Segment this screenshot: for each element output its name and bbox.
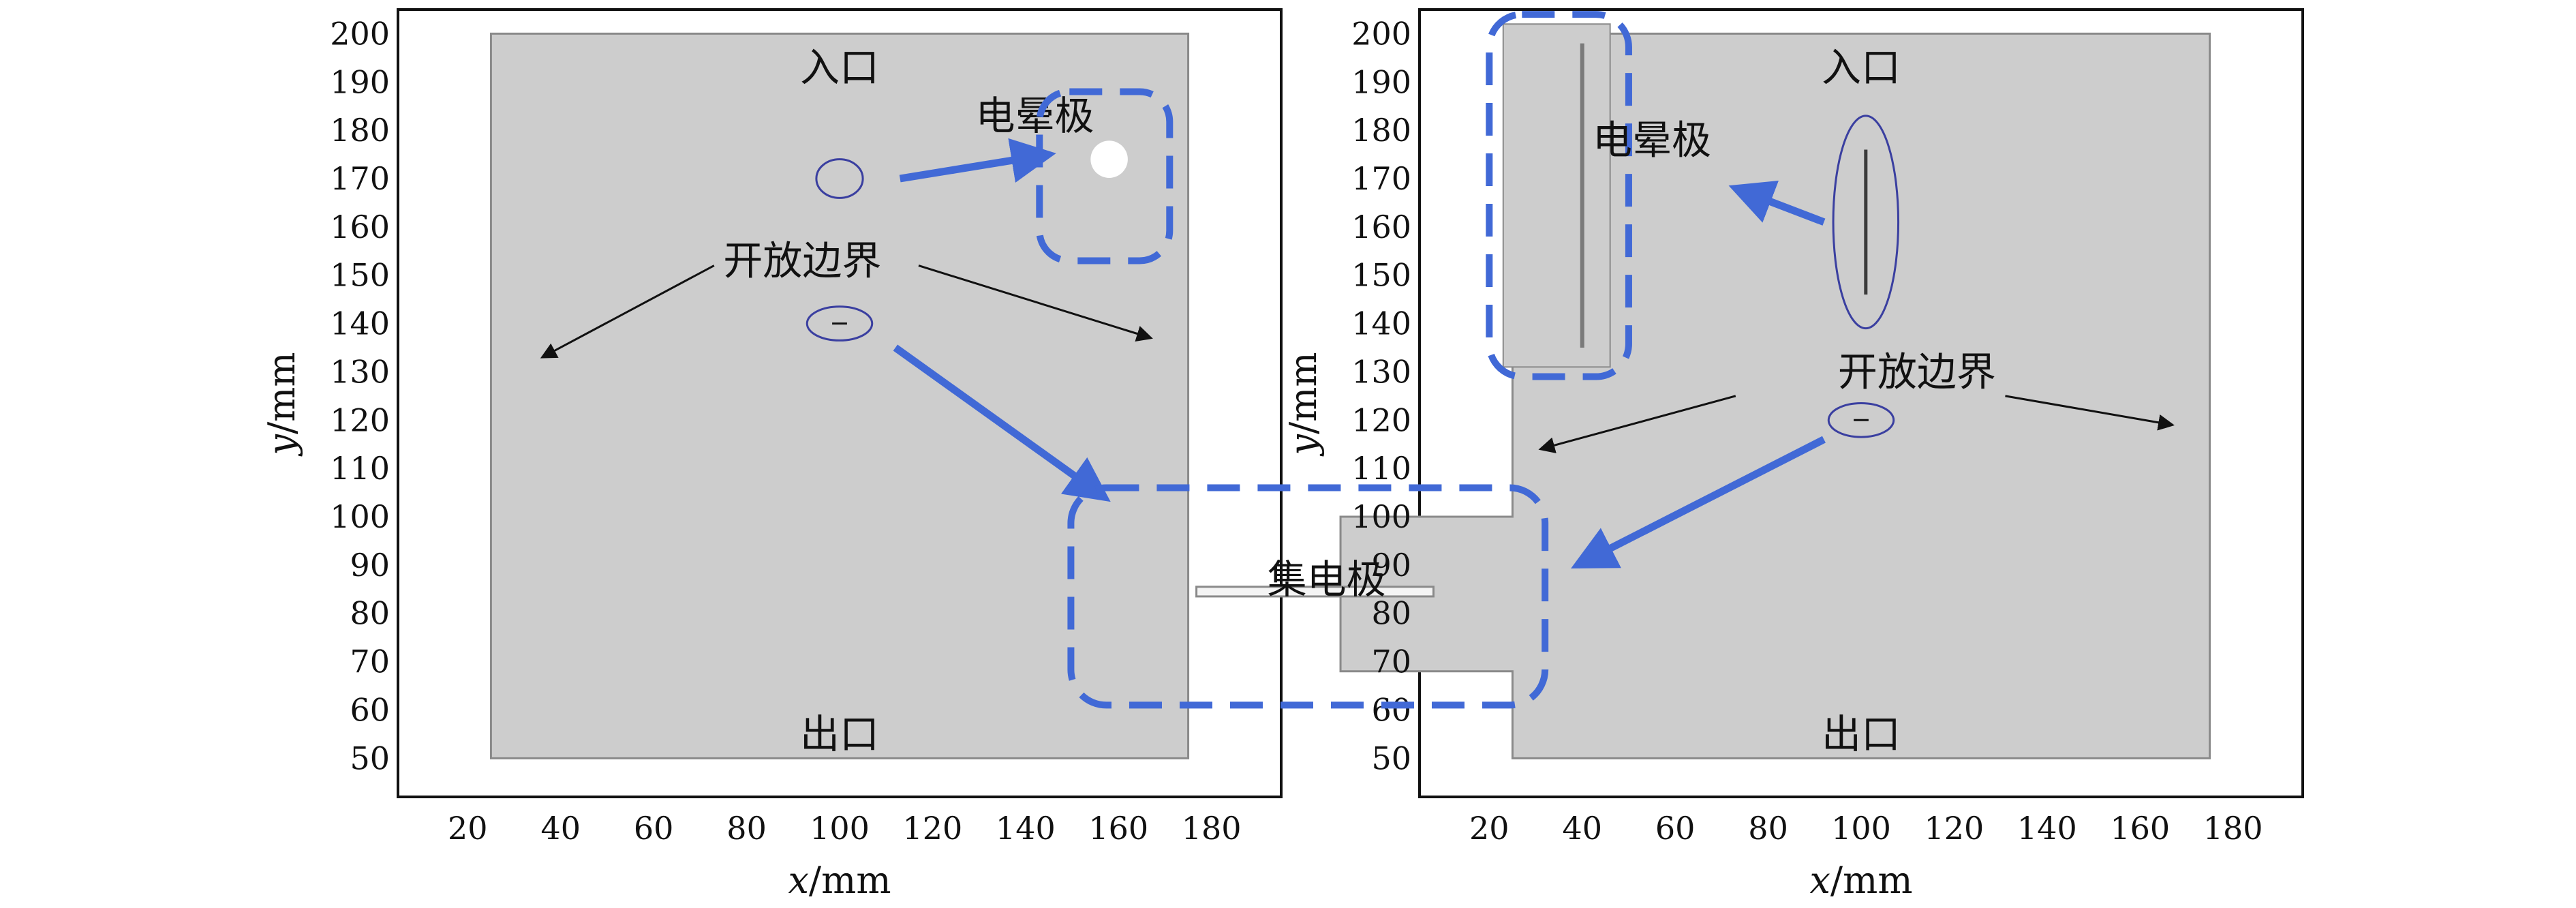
right-x-tick-label: 160 [2110,810,2170,847]
left-x-tick-label: 80 [726,810,767,847]
left-y-tick-label: 160 [330,209,390,245]
right-x-tick-label: 180 [2203,810,2263,847]
left-y-tick-label: 150 [330,257,390,294]
left-y-ticks: 50 60 70 80 90 100 110 120 130 140 150 160 170 180 190… [330,15,390,776]
left-open-boundary-label: 开放边界 [723,237,881,284]
left-y-tick-label: 80 [350,595,390,632]
left-inlet-label: 入口 [800,44,879,91]
right-x-tick-label: 120 [1925,810,1984,847]
right-open-boundary-label: 开放边界 [1838,348,1996,395]
right-x-axis-title: x/mm [1809,859,1912,902]
right-y-tick-label: 120 [1351,402,1411,438]
right-inlet-label: 入口 [1822,44,1901,91]
left-y-tick-label: 110 [330,450,390,487]
right-black-arrow-right [2005,395,2175,431]
left-y-tick-label: 200 [330,15,390,52]
right-y-tick-label: 190 [1351,63,1411,100]
left-y-axis-title: y/mm [260,352,303,456]
left-x-tick-label: 120 [903,810,963,847]
right-y-tick-label: 180 [1351,112,1411,149]
right-y-tick-label: 200 [1351,15,1411,52]
left-corona-label: 电晕极 [975,93,1094,139]
right-x-ticks: 20 40 60 80 100 120 140 160 180 [1469,810,2263,847]
right-x-tick-label: 80 [1748,810,1788,847]
right-y-tick-label: 140 [1351,305,1411,342]
right-collector-box [1067,484,1549,709]
left-x-tick-label: 160 [1088,810,1148,847]
right-collector-plate [1195,586,1435,598]
right-y-tick-label: 60 [1371,691,1411,728]
right-y-tick-label: 100 [1351,498,1411,535]
right-collector-ellipse [1827,402,1895,438]
right-y-tick-label: 170 [1351,160,1411,197]
left-panel: 20 40 60 80 100 120 140 160 180 50 60 70 80 90 100 110… [260,8,1283,902]
right-inset-panel [1502,23,1611,368]
left-y-tick-label: 190 [330,63,390,100]
left-y-tick-label: 90 [350,547,390,584]
right-x-tick-label: 140 [2017,810,2077,847]
right-y-ticks: 50 60 70 80 90 100 110 120 130 140 150 160 170 180 190… [1351,15,1411,776]
left-x-tick-label: 140 [996,810,1056,847]
right-y-tick-label: 110 [1351,450,1411,487]
right-corona-ellipse [1832,115,1900,330]
left-y-tick-label: 70 [350,644,390,680]
left-collector-ellipse [806,305,874,342]
left-x-tick-label: 40 [540,810,581,847]
right-black-arrow-left [1538,395,1736,453]
right-x-tick-label: 60 [1655,810,1696,847]
left-y-tick-label: 50 [350,740,390,776]
left-outlet-label: 出口 [800,711,879,757]
left-y-tick-label: 130 [330,353,390,390]
left-corona-hole [1090,140,1128,178]
left-blue-arrow-collector [893,344,1111,502]
left-domain [489,32,1190,759]
left-x-tick-label: 100 [810,810,870,847]
left-x-tick-label: 180 [1182,810,1242,847]
left-x-tick-label: 60 [634,810,674,847]
left-x-axis-title: x/mm [788,859,891,902]
right-corona-label: 电晕极 [1593,117,1711,163]
right-inset-box [1486,11,1632,380]
right-outlet-label: 出口 [1822,711,1901,757]
left-y-tick-label: 170 [330,160,390,197]
left-blue-arrow-corona [899,138,1056,183]
left-x-ticks: 20 40 60 80 100 120 140 160 180 [448,810,1242,847]
left-black-arrow-right [918,264,1153,342]
right-x-tick-label: 100 [1831,810,1891,847]
right-y-tick-label: 130 [1351,353,1411,390]
left-black-arrow-left [540,264,715,359]
left-y-tick-label: 180 [330,112,390,149]
left-y-tick-label: 60 [350,691,390,728]
right-x-tick-label: 40 [1562,810,1602,847]
right-collector-label: 集电极 [1268,556,1386,603]
right-y-axis-title: y/mm [1282,352,1325,456]
right-y-tick-label: 160 [1351,209,1411,245]
left-y-tick-label: 100 [330,498,390,535]
left-corona-ellipse [815,158,864,199]
right-blue-arrow-collector [1571,436,1826,569]
right-blue-arrow-corona [1728,181,1826,226]
left-inset-box [1036,88,1174,264]
left-x-tick-label: 20 [448,810,488,847]
right-y-tick-label: 80 [1371,595,1411,632]
left-y-tick-label: 120 [330,402,390,438]
right-panel: 20 40 60 80 100 120 140 160 180 50 60 70 80 90 100 110… [1067,8,2304,902]
right-x-tick-label: 20 [1469,810,1509,847]
right-y-tick-label: 50 [1371,740,1411,776]
right-y-tick-label: 70 [1371,644,1411,680]
right-y-tick-label: 150 [1351,257,1411,294]
left-y-tick-label: 140 [330,305,390,342]
right-y-tick-label: 90 [1371,547,1411,584]
